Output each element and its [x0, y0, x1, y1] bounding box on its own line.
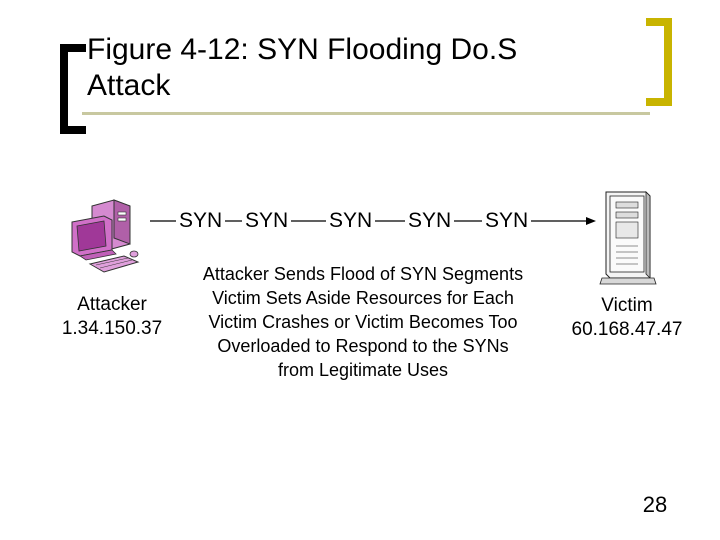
description-line: Overloaded to Respond to the SYNs: [217, 336, 509, 356]
victim-ip: 60.168.47.47: [571, 319, 683, 340]
victim-label: Victim 60.168.47.47: [562, 294, 692, 342]
attack-description: Attacker Sends Flood of SYN Segments Vic…: [178, 262, 548, 382]
title-bracket-right: [646, 18, 672, 106]
description-line: Victim Crashes or Victim Becomes Too: [208, 312, 518, 332]
description-line: Attacker Sends Flood of SYN Segments: [202, 264, 524, 284]
syn-label: SYN: [482, 209, 532, 233]
victim-server-icon: [599, 191, 657, 285]
attacker-name: Attacker: [77, 294, 147, 315]
title-underline: [82, 112, 650, 115]
page-number: 28: [642, 492, 668, 517]
title-line-1: Figure 4-12: SYN Flooding Do.S: [87, 33, 518, 66]
syn-label: SYN: [242, 209, 292, 233]
description-line: from Legitimate Uses: [277, 360, 449, 380]
description-line: Victim Sets Aside Resources for Each: [212, 288, 514, 308]
slide-title: Figure 4-12: SYN Flooding Do.S Attack: [87, 32, 647, 104]
title-bracket-left: [60, 44, 86, 134]
attacker-ip: 1.34.150.37: [61, 318, 163, 339]
syn-label: SYN: [326, 209, 376, 233]
attacker-label: Attacker 1.34.150.37: [50, 293, 174, 341]
title-line-2: Attack: [87, 69, 171, 102]
victim-name: Victim: [601, 295, 653, 316]
syn-label: SYN: [405, 209, 455, 233]
syn-label: SYN: [176, 209, 226, 233]
attacker-computer-icon: [71, 199, 140, 273]
